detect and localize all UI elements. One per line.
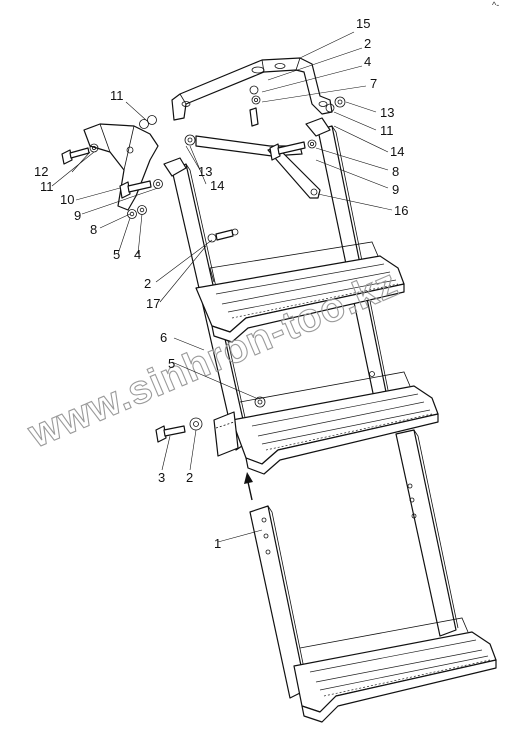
callout-6: 6 — [160, 330, 167, 345]
fasteners — [61, 85, 346, 443]
leader-lines — [51, 31, 393, 543]
top-mounting-bracket — [171, 57, 333, 121]
callout-15: 15 — [356, 16, 370, 31]
callout-9: 9 — [392, 182, 399, 197]
callout-14: 14 — [390, 144, 404, 159]
callout-2: 2 — [364, 36, 371, 51]
callout-1: 1 — [214, 536, 221, 551]
callout-14: 14 — [210, 178, 224, 193]
callout-8: 8 — [392, 164, 399, 179]
upper-step-tread — [195, 241, 405, 343]
callout-13: 13 — [380, 105, 394, 120]
callout-labels: 15 2 4 7 13 11 14 8 9 16 11 12 11 13 14 … — [34, 16, 408, 551]
callout-12: 12 — [34, 164, 48, 179]
callout-3: 3 — [158, 470, 165, 485]
callout-2: 2 — [144, 276, 151, 291]
corner-mark: ^- — [492, 0, 499, 10]
lower-step-tread — [293, 617, 497, 723]
callout-11: 11 — [40, 179, 54, 194]
callout-4: 4 — [364, 54, 371, 69]
callout-11: 11 — [110, 88, 124, 103]
callout-8: 8 — [90, 222, 97, 237]
callout-4: 4 — [134, 247, 141, 262]
lower-ladder-rail-right — [395, 429, 459, 637]
lower-clamp-plate — [213, 411, 239, 457]
callout-10: 10 — [60, 192, 74, 207]
callout-11: 11 — [380, 123, 394, 138]
assembly-arrow — [244, 472, 253, 501]
callout-2: 2 — [186, 470, 193, 485]
callout-9: 9 — [74, 208, 81, 223]
callout-16: 16 — [394, 203, 408, 218]
middle-step-tread — [231, 371, 439, 475]
callout-13: 13 — [198, 164, 212, 179]
callout-5: 5 — [168, 356, 175, 371]
callout-5: 5 — [113, 247, 120, 262]
left-mounting-plate — [83, 123, 159, 211]
callout-7: 7 — [370, 76, 377, 91]
callout-17: 17 — [146, 296, 160, 311]
